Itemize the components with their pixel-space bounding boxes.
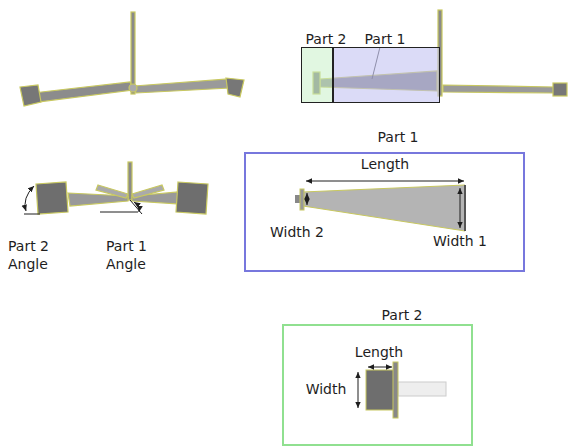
part-heading: Part 2 bbox=[306, 31, 347, 49]
highlight-box: Part 2 bbox=[301, 47, 333, 103]
dimension-label: Width bbox=[306, 381, 347, 399]
part2-detail bbox=[358, 362, 446, 418]
part-heading: Part 1 bbox=[378, 129, 419, 147]
part-heading: Part 2 bbox=[382, 307, 423, 325]
dimension-label: Length bbox=[355, 344, 403, 362]
dimension-label: Width 1 bbox=[433, 233, 487, 251]
rotor-perspective bbox=[20, 12, 244, 106]
dimension-label: Width 2 bbox=[270, 224, 324, 242]
angle-label: Part 1 Angle bbox=[106, 238, 164, 273]
part-heading: Part 1 bbox=[365, 31, 406, 49]
angle-marks bbox=[24, 186, 142, 214]
angle-label: Part 2 Angle bbox=[8, 238, 66, 273]
part1-detail bbox=[295, 181, 465, 231]
dimension-label: Length bbox=[361, 156, 409, 174]
rotor-front-view bbox=[36, 162, 208, 214]
highlight-box: Part 1 bbox=[333, 47, 440, 103]
